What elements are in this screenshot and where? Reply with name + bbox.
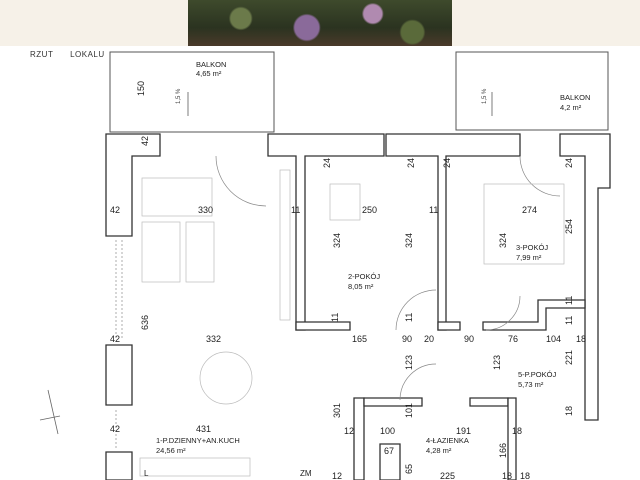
slope-arrows <box>187 92 493 116</box>
dim: 42 <box>140 136 150 146</box>
windows <box>115 240 123 450</box>
room-name: BALKON <box>560 93 590 102</box>
dim: 42 <box>110 334 120 344</box>
dim: 11 <box>429 205 438 215</box>
dim: 12 <box>344 426 354 436</box>
dim: 18 <box>512 426 522 436</box>
dim: L <box>144 469 149 478</box>
room-name: 2-POKÓJ <box>348 272 380 281</box>
dim: 76 <box>508 334 518 344</box>
dim: 24 <box>406 158 416 168</box>
room-area: 5,73 m² <box>518 380 544 389</box>
room-area: 24,56 m² <box>156 446 186 455</box>
dim: 324 <box>332 233 342 248</box>
dim: 11 <box>291 205 300 215</box>
dim: 11 <box>404 313 414 322</box>
dim: 250 <box>362 205 377 215</box>
room-area: 4,2 m² <box>560 103 582 112</box>
dim: 225 <box>440 471 455 480</box>
dim: 254 <box>564 219 574 234</box>
dim: 100 <box>380 426 395 436</box>
dim: 191 <box>456 426 471 436</box>
room-area: 7,99 m² <box>516 253 542 262</box>
dim: 18 <box>564 406 574 416</box>
dim: 101 <box>404 403 414 418</box>
slope-label-right: 1,5 % <box>482 88 488 104</box>
dim: 150 <box>136 81 146 96</box>
dim: 104 <box>546 334 561 344</box>
room-area: 8,05 m² <box>348 282 374 291</box>
dim: 431 <box>196 424 211 434</box>
dim: 67 <box>384 446 394 456</box>
walls <box>105 133 611 480</box>
dim: 24 <box>564 158 574 168</box>
dim: 166 <box>498 443 508 458</box>
dim: 165 <box>352 334 367 344</box>
title-word-1: RZUT <box>30 50 54 59</box>
dim: 221 <box>564 350 574 365</box>
dim: 123 <box>492 355 502 370</box>
room-area: 4,28 m² <box>426 446 452 455</box>
dim: 24 <box>322 158 332 168</box>
title-word-2: LOKALU <box>70 50 105 59</box>
dim: 24 <box>442 158 452 168</box>
plan-title: RZUT LOKALU <box>30 50 119 59</box>
room-area: 4,65 m² <box>196 69 222 78</box>
dim: 324 <box>498 233 508 248</box>
dim: 42 <box>110 205 120 215</box>
dim: 11 <box>564 296 574 305</box>
room-name: BALKON <box>196 60 226 69</box>
furniture <box>139 169 565 477</box>
dim: 90 <box>402 334 412 344</box>
dimension-labels: 150 42 42 330 11 250 11 274 24 24 24 324… <box>110 81 586 480</box>
dim: 18 <box>576 334 586 344</box>
room-name: 5-P.POKÓJ <box>518 370 556 379</box>
dim: ZM <box>300 469 312 478</box>
dim: 11 <box>564 316 574 325</box>
room-name: 3-POKÓJ <box>516 243 548 252</box>
dim: 90 <box>464 334 474 344</box>
header-photo <box>188 0 452 46</box>
dim: 301 <box>332 403 342 418</box>
dim: 11 <box>330 313 340 322</box>
balcony-right <box>455 51 609 131</box>
room-name: 1-P.DZIENNY+AN.KUCH <box>156 436 240 445</box>
dim: 20 <box>424 334 434 344</box>
dim: 18 <box>520 471 530 480</box>
room-name: 4-ŁAZIENKA <box>426 436 469 445</box>
balcony-left <box>109 51 275 133</box>
north-arrow-icon <box>39 389 61 435</box>
dim: 123 <box>404 355 414 370</box>
door-swings <box>215 155 561 401</box>
dim: 274 <box>522 205 537 215</box>
dim: 18 <box>502 471 512 480</box>
dim: 12 <box>332 471 342 480</box>
slope-label-left: 1,5 % <box>176 88 182 104</box>
dim: 42 <box>110 424 120 434</box>
dim: 324 <box>404 233 414 248</box>
room-labels: BALKON 4,65 m² BALKON 4,2 m² 2-POKÓJ 8,0… <box>156 60 590 455</box>
dim: 65 <box>404 464 414 474</box>
dim: 332 <box>206 334 221 344</box>
dim: 330 <box>198 205 213 215</box>
dim: 636 <box>140 315 150 330</box>
